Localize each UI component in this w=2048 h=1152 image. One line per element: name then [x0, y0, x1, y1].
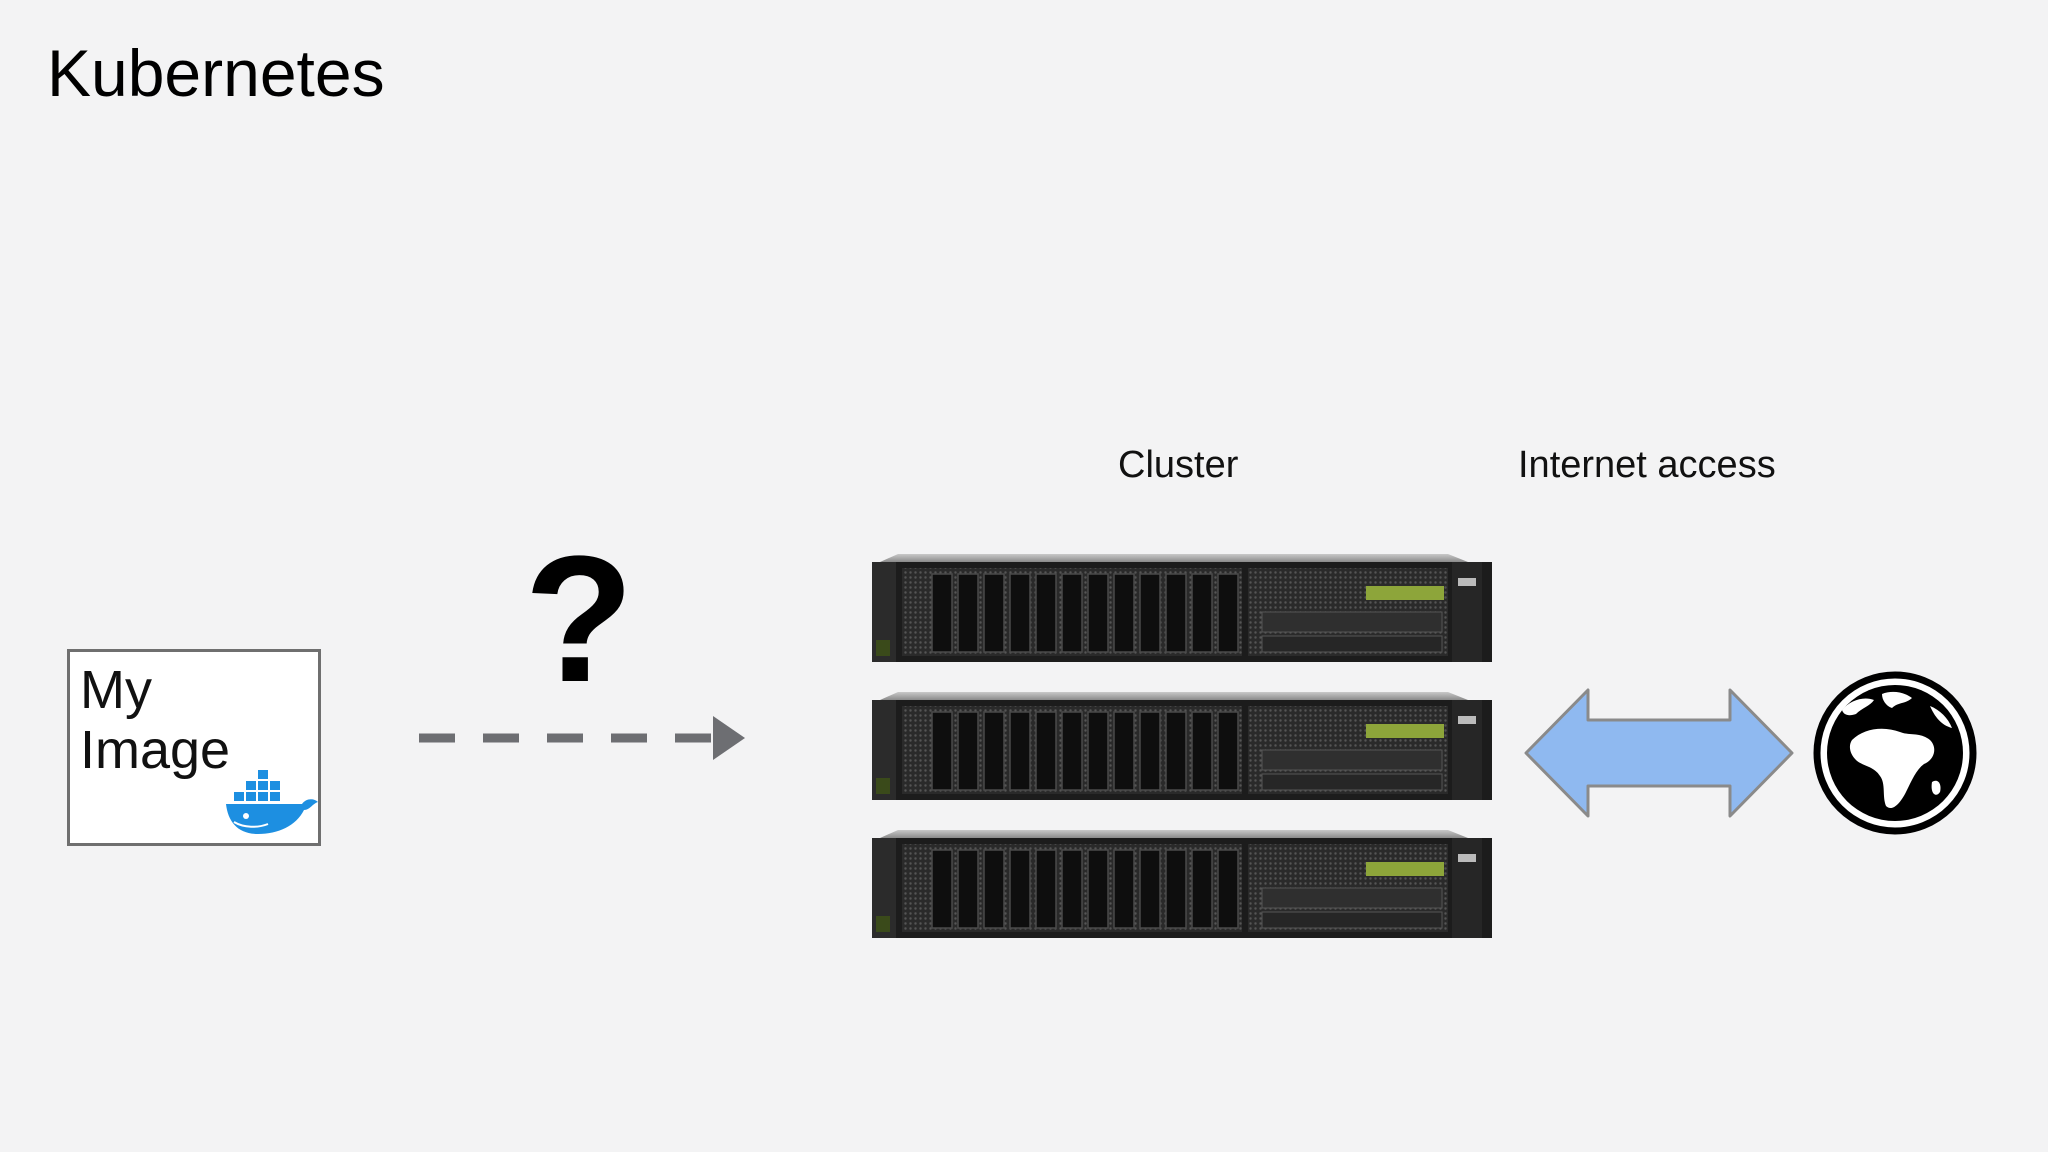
rack-server-2	[872, 692, 1492, 800]
cluster-label: Cluster	[1118, 444, 1239, 486]
cluster-servers	[868, 540, 1508, 960]
internet-access-label: Internet access	[1518, 444, 1776, 486]
dashed-deploy-arrow	[419, 716, 745, 760]
rack-server-3	[872, 830, 1492, 938]
slide-title: Kubernetes	[47, 36, 385, 110]
image-label-line2: Image	[80, 720, 231, 780]
question-mark: ?	[524, 519, 634, 720]
image-label-line1: My	[80, 660, 152, 720]
rack-server-1	[872, 554, 1492, 662]
my-image-box: My Image	[67, 649, 321, 846]
docker-whale-icon	[226, 770, 318, 834]
globe-icon	[1813, 671, 1977, 835]
internet-access-double-arrow	[1524, 688, 1794, 818]
image-label: My Image	[80, 660, 310, 780]
